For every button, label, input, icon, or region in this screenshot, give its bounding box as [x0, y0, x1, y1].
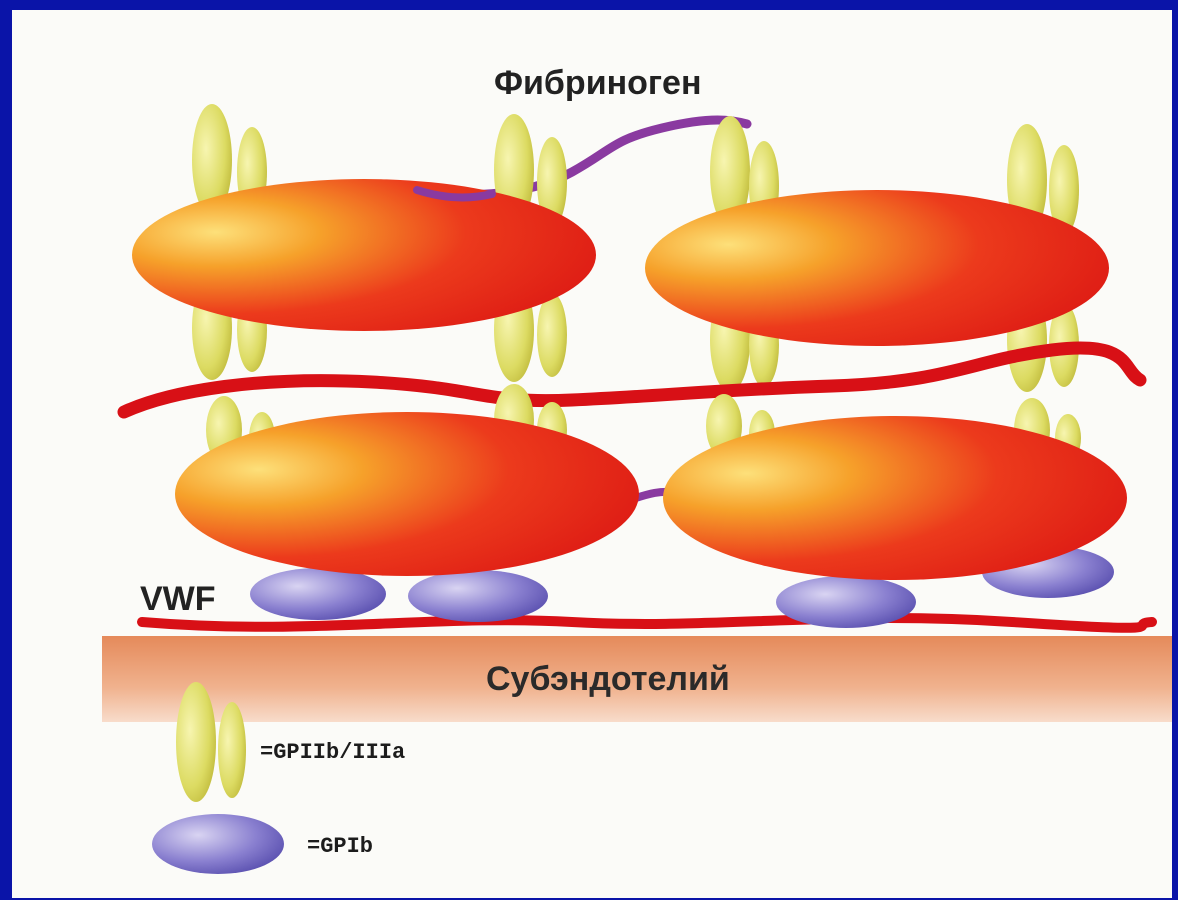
diagram-panel: Фибриноген VWF Субэндотелий =GPIIb/IIIa …: [12, 10, 1172, 898]
platelet: [645, 190, 1109, 346]
fibrinogen-label: Фибриноген: [494, 64, 702, 103]
legend-gpiib-iiia-label: =GPIIb/IIIa: [260, 740, 405, 765]
subendothelium-label: Субэндотелий: [486, 660, 730, 699]
legend-gpib-label: =GPIb: [307, 834, 373, 859]
vwf-label: VWF: [140, 580, 216, 619]
vwf-strand: [142, 618, 1152, 628]
platelet: [132, 179, 596, 331]
fibrinogen-strand-top: [412, 120, 747, 195]
platelet: [663, 416, 1127, 580]
platelet-aggregation-diagram: [12, 10, 1172, 898]
legend-gpib-swatch: [152, 814, 284, 874]
platelet: [175, 412, 639, 576]
vwf-strand: [124, 348, 1140, 412]
